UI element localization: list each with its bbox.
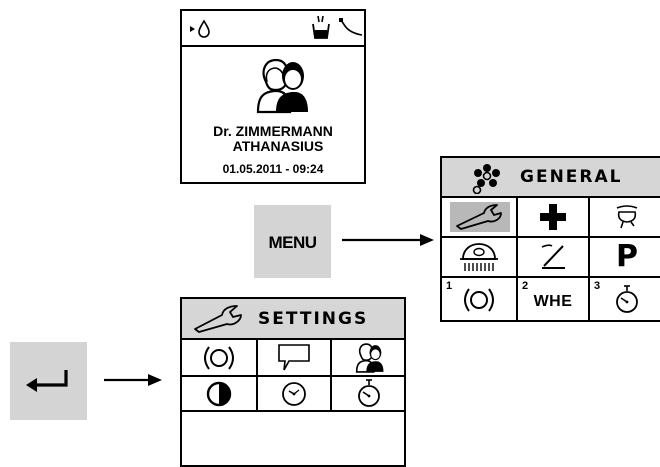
menu-key-label: MENU: [268, 233, 317, 252]
general-item-instrument[interactable]: [518, 238, 588, 276]
settings-item-ring[interactable]: [182, 341, 256, 375]
play-drop-icon: [190, 19, 210, 38]
contrast-icon: [206, 381, 232, 406]
general-menu-title: GENERAL: [520, 167, 623, 187]
instrument-icon: [541, 244, 565, 269]
item-number: 2: [522, 280, 529, 292]
wrench-icon: [194, 305, 242, 333]
item-number: 3: [594, 280, 601, 292]
settings-menu-header: SETTINGS: [182, 299, 404, 340]
settings-item-users[interactable]: [332, 341, 406, 375]
settings-grid-line: [182, 375, 404, 377]
general-grid-line: [442, 236, 660, 238]
datetime: 01.05.2011 - 09:24: [222, 162, 324, 176]
general-menu-screen: GENERAL: [440, 156, 660, 322]
general-grid-line: [588, 198, 590, 320]
item-number: 1: [446, 280, 453, 292]
general-item-wrench[interactable]: [442, 198, 516, 236]
settings-menu-screen: SETTINGS: [180, 297, 406, 467]
settings-grid-line: [182, 410, 404, 412]
settings-item-clock[interactable]: [258, 377, 330, 410]
plus-icon: [540, 204, 566, 230]
suction-hose-icon: [339, 18, 363, 36]
speech-bubble-icon: [278, 344, 310, 371]
settings-item-stopwatch[interactable]: [332, 377, 406, 410]
menu-arrow: [342, 234, 434, 246]
settings-grid-line: [256, 340, 258, 412]
general-item-p[interactable]: P: [590, 238, 660, 276]
settings-item-language[interactable]: [258, 341, 330, 375]
spittoon-icon: [616, 205, 638, 229]
general-grid-line: [516, 198, 518, 320]
general-item-whe[interactable]: 2 WHE: [518, 278, 588, 322]
whe-icon: WHE: [533, 293, 573, 310]
stopwatch-3-icon: [616, 285, 638, 313]
general-item-plus[interactable]: [518, 198, 588, 236]
doctor-name-line: ATHANASIUS: [232, 138, 324, 154]
operating-light-icon: [460, 243, 498, 271]
doctor-title-line: Dr. ZIMMERMANN: [213, 123, 333, 139]
menu-key[interactable]: MENU: [254, 205, 331, 278]
ring-1-icon: [464, 288, 494, 312]
home-status-bar: [182, 11, 364, 47]
enter-arrow-icon: [26, 370, 68, 392]
settings-item-contrast[interactable]: [182, 377, 256, 410]
home-screen: Dr. ZIMMERMANN ATHANASIUS 01.05.2011 - 0…: [180, 9, 366, 184]
stopwatch-icon: [358, 378, 380, 407]
clock-icon: [282, 381, 306, 406]
p-icon: P: [616, 239, 638, 274]
enter-key[interactable]: [10, 342, 87, 420]
general-item-operating-light[interactable]: [442, 238, 516, 276]
settings-menu-title: SETTINGS: [258, 309, 369, 329]
users-icon: [355, 343, 384, 373]
general-item-stopwatch-3[interactable]: 3: [590, 278, 660, 322]
ring-icon: [204, 346, 234, 370]
general-menu-header: GENERAL: [442, 158, 660, 198]
general-item-spittoon[interactable]: [590, 198, 660, 236]
wrench-icon: [456, 204, 502, 230]
enter-arrow: [104, 374, 162, 386]
settings-grid-line: [330, 340, 332, 412]
general-grid-line: [442, 276, 660, 278]
people-icon: [256, 58, 308, 114]
flower-icon: [472, 164, 500, 194]
cup-fill-icon: [312, 15, 330, 39]
general-item-ring-1[interactable]: 1: [442, 278, 516, 322]
